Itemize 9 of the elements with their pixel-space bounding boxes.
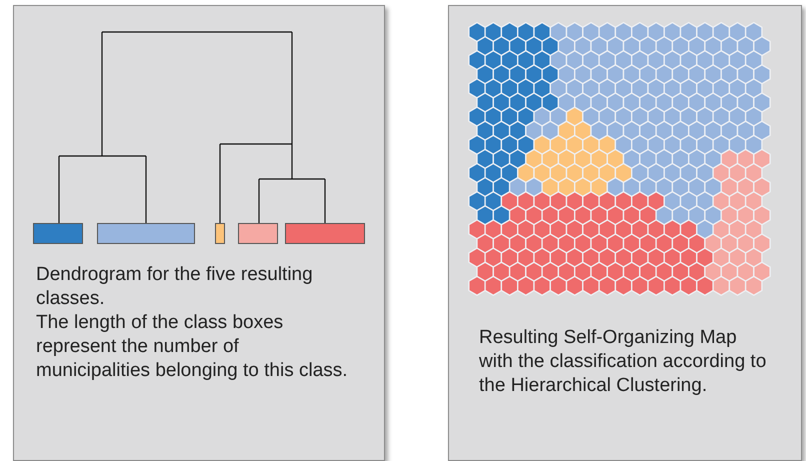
class-bar (285, 223, 365, 244)
class-bar (215, 223, 225, 244)
class-bar (97, 223, 195, 244)
figure-panel (448, 5, 802, 461)
class-bar (238, 223, 278, 244)
class-bar (33, 223, 83, 244)
panel-text: Resulting Self-Organizing Map with the classification according to the Hierarchical Clustering. (479, 326, 768, 398)
panel-text: Dendrogram for the five resulting classes. The length of the class boxes represent the number of municipalities belonging to this class. (36, 263, 349, 383)
figure-panel (13, 5, 385, 461)
